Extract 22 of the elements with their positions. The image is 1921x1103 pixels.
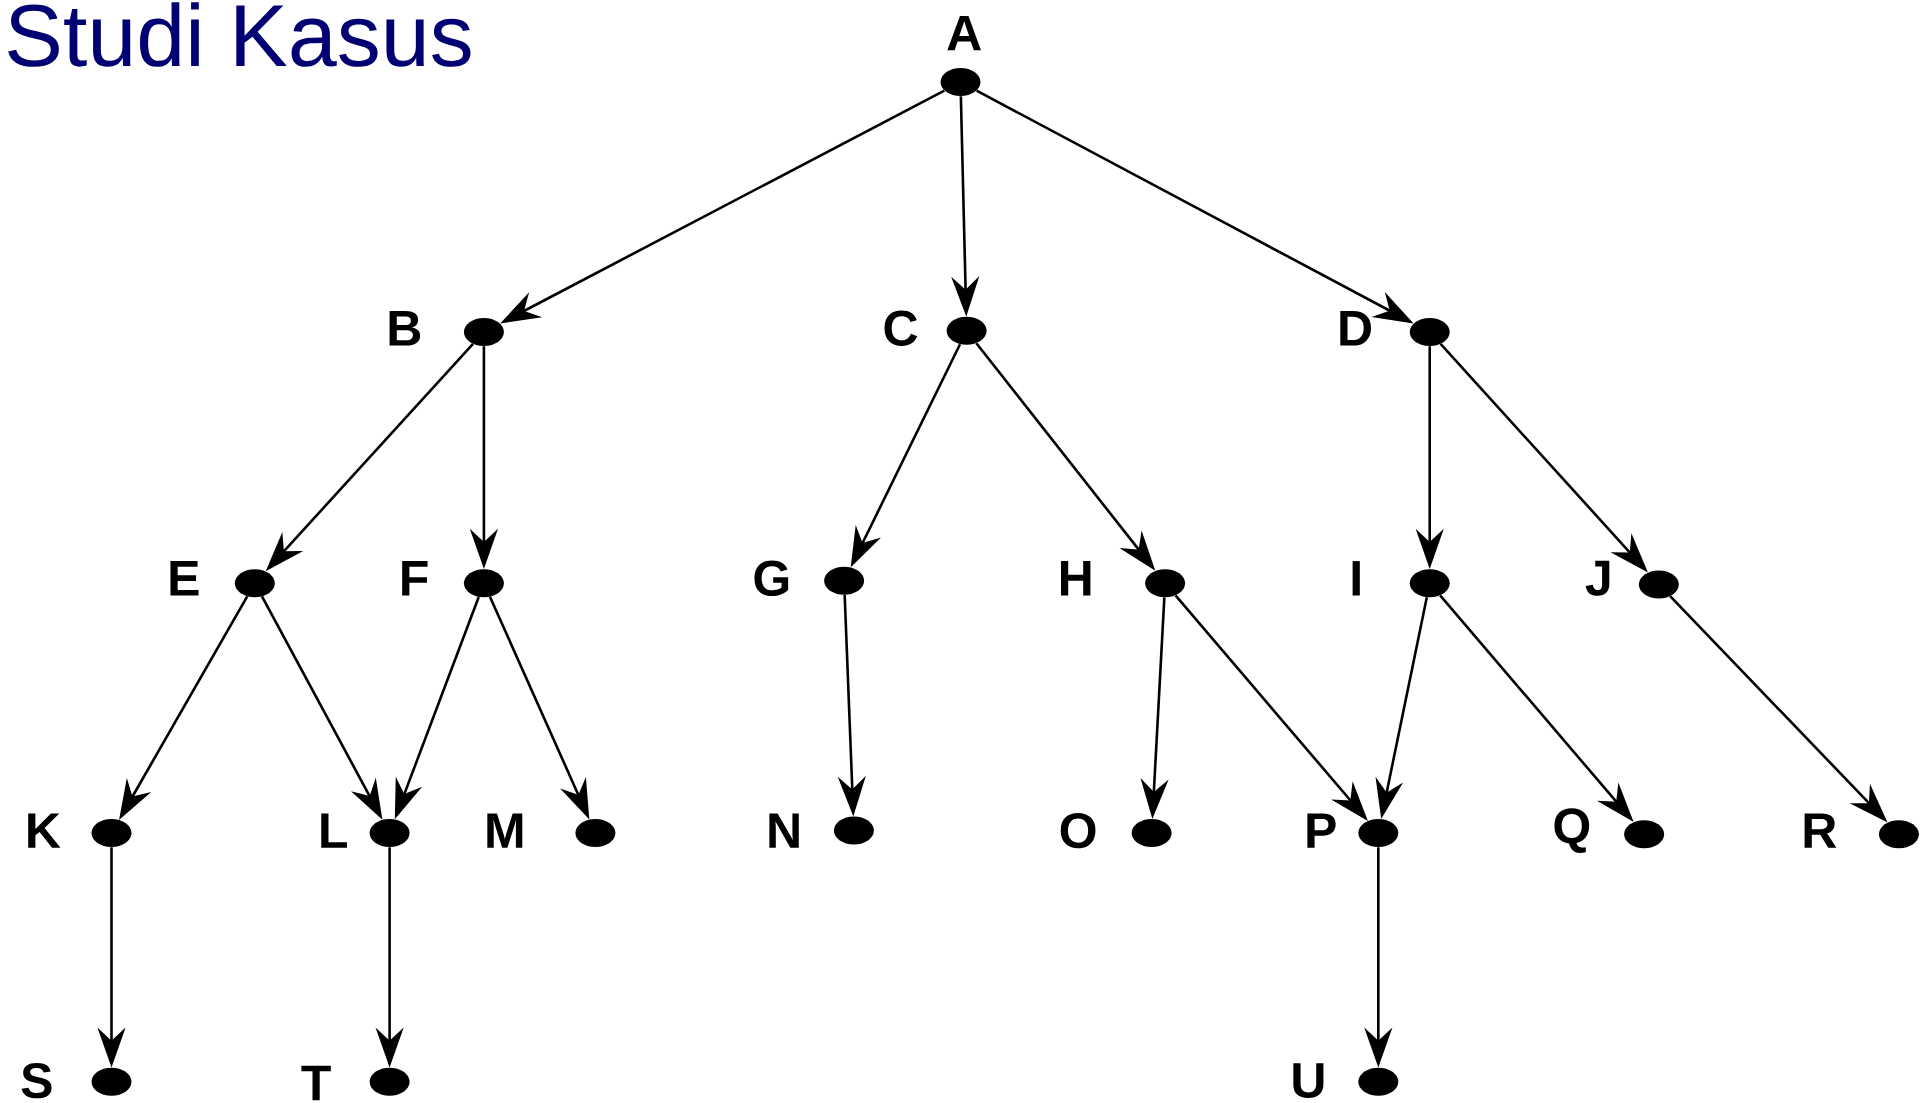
node-label: G bbox=[754, 560, 789, 596]
node-label: R bbox=[1804, 813, 1837, 848]
node-label: L bbox=[321, 813, 347, 848]
node-label: F bbox=[402, 561, 428, 596]
node-label: M bbox=[487, 813, 523, 848]
node-label: D bbox=[1340, 311, 1371, 346]
node-label: S bbox=[21, 1062, 52, 1099]
node-label: P bbox=[1307, 813, 1336, 848]
node-label: A bbox=[947, 15, 981, 51]
node-label: U bbox=[1293, 1063, 1324, 1099]
node-label: N bbox=[769, 813, 799, 848]
node-label: E bbox=[170, 561, 199, 596]
node-label: K bbox=[28, 813, 61, 848]
node-label: J bbox=[1585, 560, 1610, 596]
node-label: I bbox=[1352, 561, 1360, 596]
node-label: C bbox=[884, 310, 918, 346]
title: Studi Kasus bbox=[8, 2, 471, 67]
node-label: T bbox=[301, 1065, 331, 1101]
node-label: O bbox=[1060, 812, 1096, 849]
node-label: H bbox=[1061, 561, 1091, 596]
node-label: B bbox=[389, 311, 421, 346]
node-label: Q bbox=[1554, 808, 1590, 853]
